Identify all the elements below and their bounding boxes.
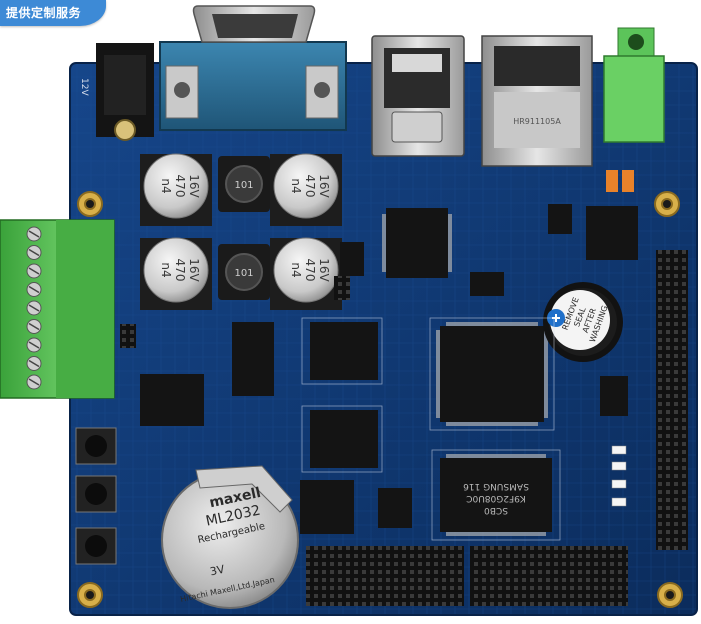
buzzer	[543, 282, 623, 362]
capacitor-label: 470	[303, 175, 317, 198]
ethernet-jack: HR911105A	[481, 35, 593, 167]
audio-jack	[603, 27, 665, 143]
capacitor-label: 16V	[187, 258, 201, 282]
capacitor-label: 16V	[317, 174, 331, 198]
terminal-block	[0, 219, 115, 399]
mounting-holes	[77, 191, 683, 608]
power-label: 12V	[79, 78, 89, 96]
capacitor-label: 16V	[317, 258, 331, 282]
pin-header-bottom-right	[470, 546, 628, 606]
inductor-label-2: 101	[234, 268, 253, 279]
terminal-screw-slot	[28, 267, 40, 275]
capacitor-label: 16V	[187, 174, 201, 198]
terminal-screw-slot	[28, 248, 40, 257]
battery-volt: 3V	[209, 563, 226, 579]
banner-text: 提供定制服务	[6, 6, 82, 20]
capacitor-label: n4	[159, 262, 173, 277]
capacitor-label: n4	[289, 178, 303, 193]
dc-power-jack	[96, 43, 154, 141]
terminal-screw-slot	[28, 304, 40, 312]
coin-battery	[161, 465, 299, 609]
tactile-buttons	[75, 427, 117, 565]
terminal-screw-slot	[28, 378, 40, 386]
flash-label-1: SAMSUNG 116	[463, 481, 529, 491]
inductor-label-1: 101	[234, 180, 253, 191]
capacitor-label: 470	[173, 259, 187, 282]
flash-label-3: SCB0	[484, 505, 508, 515]
capacitor-label: n4	[289, 262, 303, 277]
pin-header-right	[656, 250, 688, 550]
pin-header-bottom-left	[306, 546, 464, 606]
terminal-screw-slot	[28, 230, 40, 238]
usb-connector	[371, 35, 465, 157]
inductors	[218, 156, 270, 300]
capacitor-label: 470	[173, 175, 187, 198]
flash-label-2: K9F2G08U0C	[466, 493, 526, 503]
terminal-screw-slot	[28, 322, 40, 331]
terminal-screw-slot	[28, 341, 40, 349]
chips	[140, 204, 638, 534]
terminal-screw-slot	[28, 359, 40, 368]
db9-connector	[159, 5, 347, 131]
ethernet-label: HR911105A	[513, 117, 561, 126]
service-banner: 提供定制服务	[0, 0, 106, 26]
capacitor-label: 470	[303, 259, 317, 282]
terminal-screw-slot	[28, 285, 40, 294]
capacitor-label: n4	[159, 178, 173, 193]
